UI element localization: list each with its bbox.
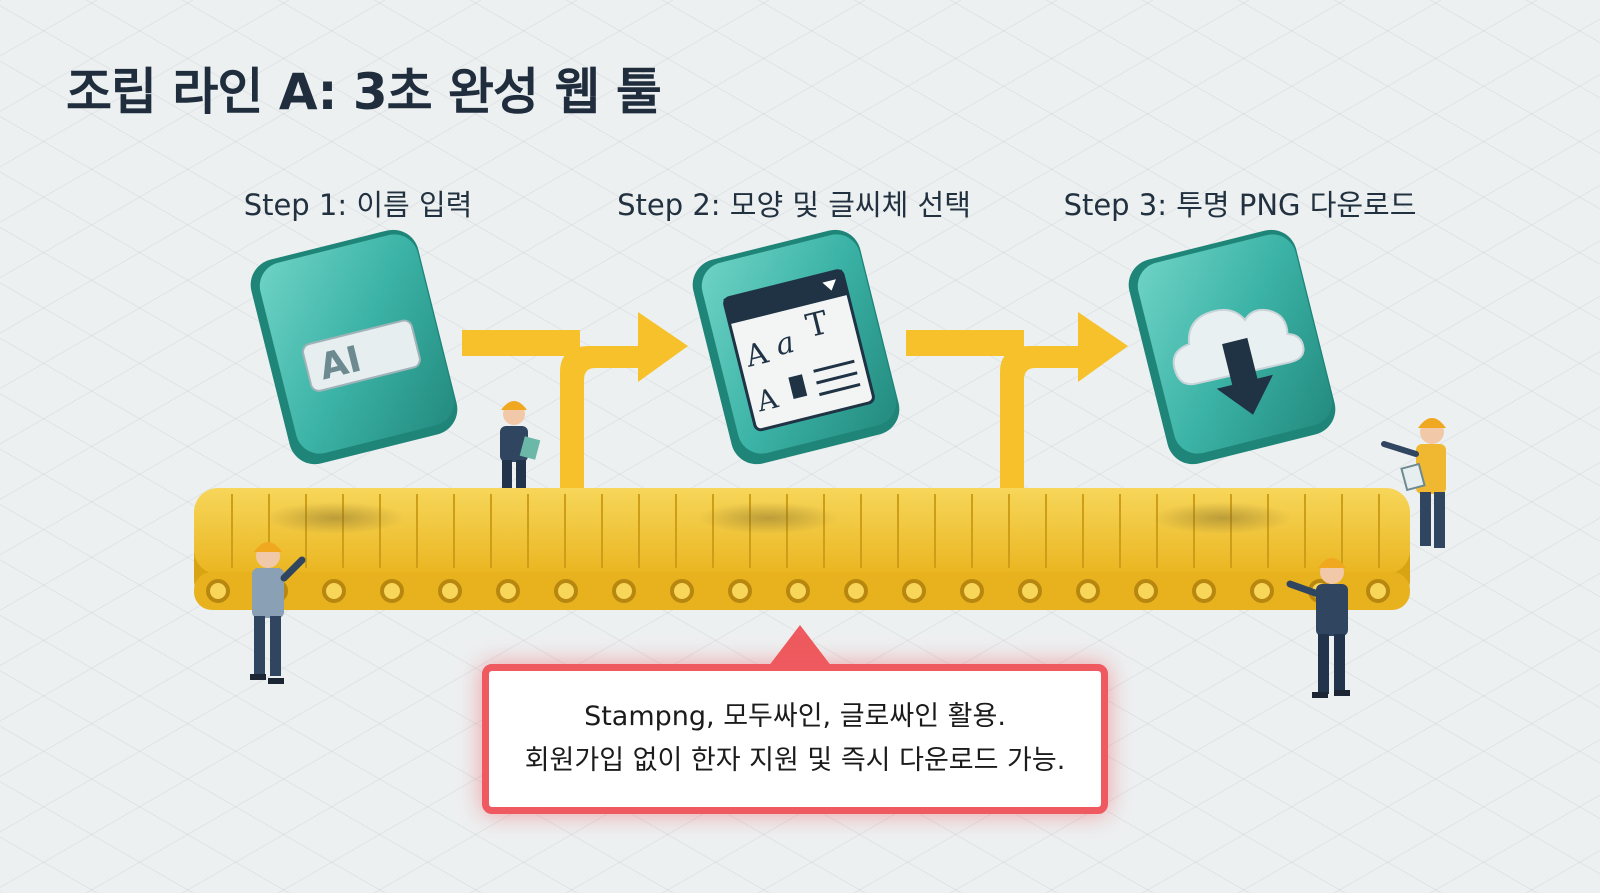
belt-roller [1366, 579, 1390, 603]
callout-line-2: 회원가입 없이 한자 지원 및 즉시 다운로드 가능. [524, 745, 1066, 776]
belt-roller [670, 579, 694, 603]
worker-front-left [250, 542, 306, 684]
worker-clipboard-right [1381, 418, 1446, 548]
belt-roller [1134, 579, 1158, 603]
step-1-label: Step 1: 이름 입력 [243, 188, 473, 222]
callout-box: Stampng, 모두싸인, 글로싸인 활용. 회원가입 없이 한자 지원 및 … [482, 664, 1108, 814]
belt-roller [1018, 579, 1042, 603]
callout-line-1: Stampng, 모두싸인, 글로싸인 활용. [584, 701, 1006, 732]
cloud-download-icon [1128, 229, 1336, 465]
belt-roller [960, 579, 984, 603]
belt-roller [206, 579, 230, 603]
step-3-label: Step 3: 투명 PNG 다운로드 [1063, 188, 1417, 222]
belt-roller [380, 579, 404, 603]
belt-roller [786, 579, 810, 603]
worker-front-right [1286, 558, 1350, 698]
belt-roller [728, 579, 752, 603]
callout-pointer [768, 625, 832, 667]
belt-roller [322, 579, 346, 603]
conveyor-belt [194, 488, 1410, 610]
text-input-icon: AI [250, 229, 458, 465]
belt-roller [1250, 579, 1274, 603]
input-glyph: AI [315, 339, 365, 389]
page-title: 조립 라인 A: 3초 완성 웹 툴 [66, 63, 662, 121]
font-style-icon: A a T A [692, 229, 900, 465]
belt-roller [612, 579, 636, 603]
belt-roller [902, 579, 926, 603]
belt-roller [438, 579, 462, 603]
arrow-2-icon [906, 312, 1128, 492]
step-2-label: Step 2: 모양 및 글씨체 선택 [617, 188, 971, 222]
worker-clipboard-left [500, 401, 541, 488]
belt-roller [496, 579, 520, 603]
belt-roller [844, 579, 868, 603]
belt-roller [1192, 579, 1216, 603]
arrow-1-icon [462, 312, 688, 492]
belt-roller [554, 579, 578, 603]
belt-roller [1076, 579, 1100, 603]
